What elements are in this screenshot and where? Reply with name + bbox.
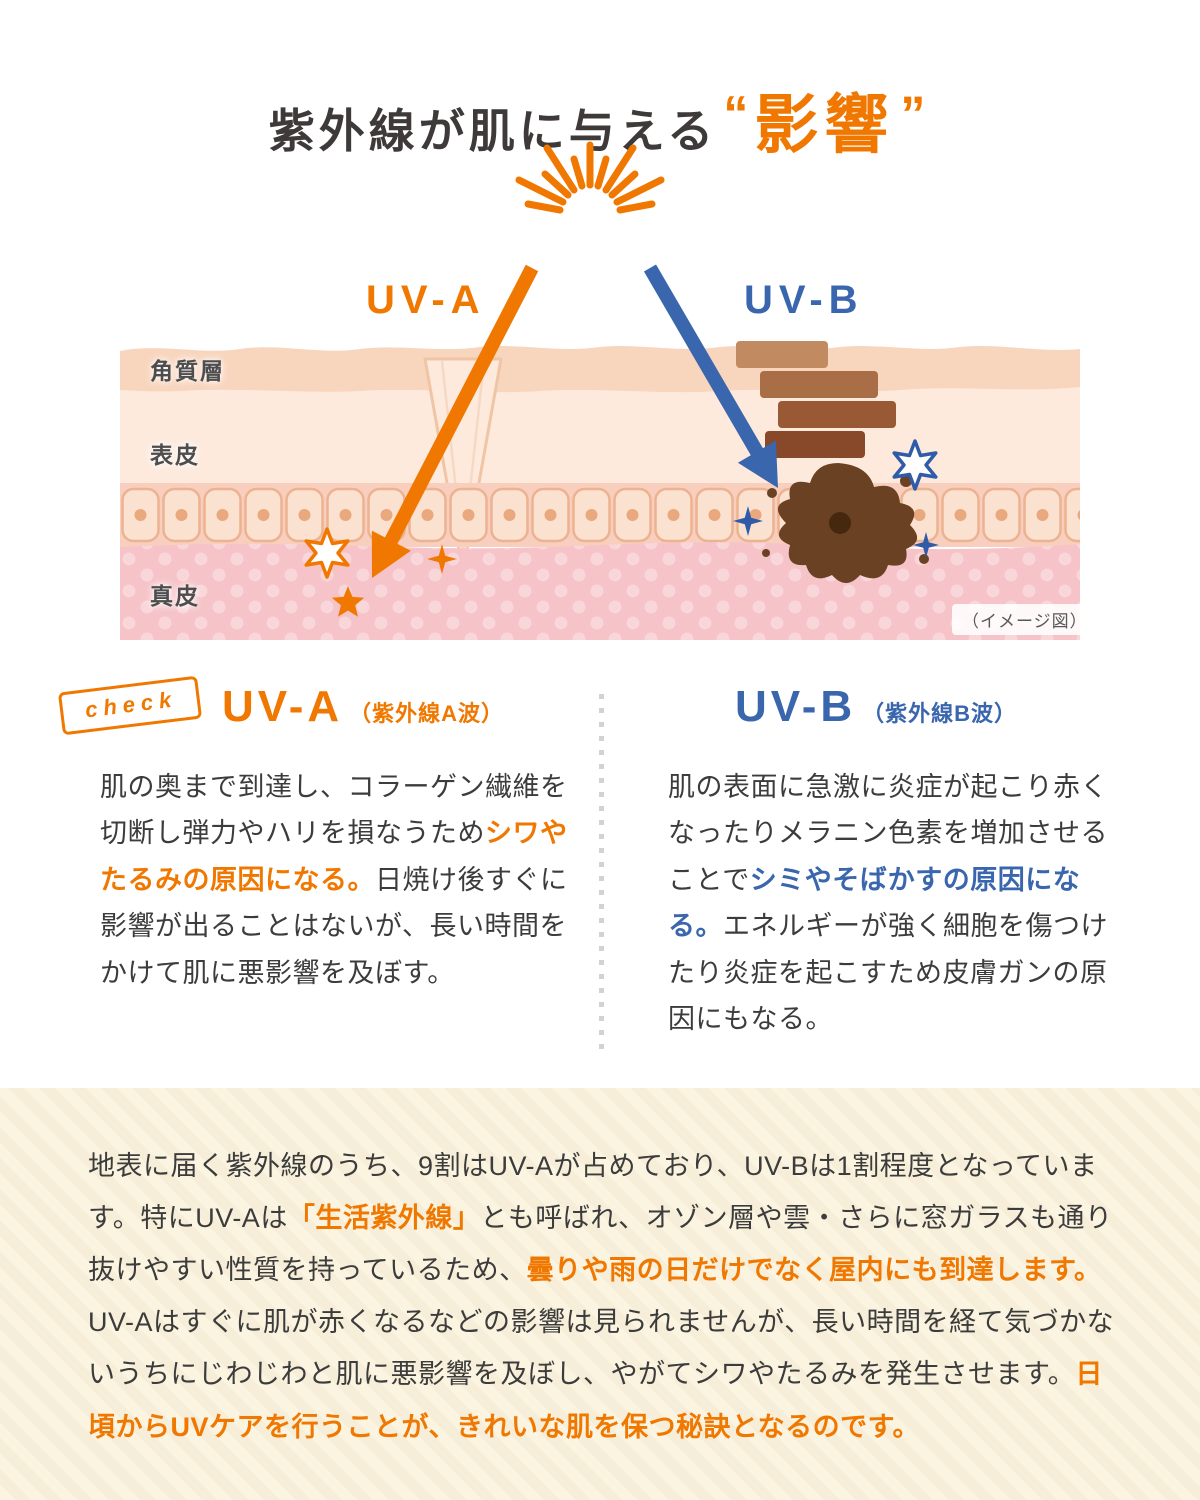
uvb-damaged-cells — [736, 341, 896, 458]
uva-body-highlight: シワやたるみの原因になる。 — [100, 818, 568, 895]
uva-section-heading: UV-A （紫外線A波） — [222, 682, 504, 732]
uvb-heading-text: UV-B — [735, 682, 857, 731]
stratum-corneum-layer — [120, 346, 1080, 393]
title-main-text: 紫外線が肌に与える — [268, 105, 718, 157]
dermis-dots — [120, 542, 1080, 640]
title-close-quote: ” — [900, 86, 926, 142]
footer-summary-section: 地表に届く紫外線のうち、9割はUV-Aが占めており、UV-Bは1割程度となってい… — [0, 1088, 1200, 1500]
uva-heading-text: UV-A — [222, 682, 344, 731]
uvb-body-highlight: シミやそばかすの原因になる。 — [668, 864, 1081, 942]
label-stratum-corneum: 角質層 — [150, 358, 225, 384]
title-emphasis-word: 影響 — [754, 89, 895, 161]
title-open-quote: “ — [723, 86, 749, 142]
column-divider — [599, 694, 604, 1054]
epidermis-layer — [120, 381, 1080, 487]
footer-summary-text: 地表に届く紫外線のうち、9割はUV-Aが占めており、UV-Bは1割程度となってい… — [88, 1140, 1128, 1453]
uvb-heading-sub: （紫外線B波） — [862, 701, 1018, 726]
uva-description: 肌の奥まで到達し、コラーゲン繊維を切断し弾力やハリを損なうためシワやたるみの原因… — [100, 764, 582, 996]
skin-cross-section-diagram — [120, 341, 1080, 640]
uva-damage-stars — [304, 527, 457, 617]
footer-highlight: 日頃からUVケアを行うことが、きれいな肌を保つ秘訣となるのです。 — [88, 1359, 1103, 1442]
footer-highlight: 「生活紫外線」 — [287, 1203, 481, 1234]
footer-highlight: 曇りや雨の日だけでなく屋内にも到達します。 — [526, 1255, 1102, 1286]
check-badge: check — [57, 675, 203, 736]
uvb-body-segment: エネルギーが強く細胞を傷つけたり炎症を起こすため皮膚ガンの原因にもなる。 — [668, 911, 1108, 1035]
footer-segment: 地表に届く紫外線のうち、9割はUV-Aが占めており、UV-Bは1割程度となってい… — [88, 1151, 1098, 1234]
uva-section-body: 肌の奥まで到達し、コラーゲン繊維を切断し弾力やハリを損なうためシワやたるみの原因… — [100, 764, 582, 996]
uvb-section-body: 肌の表面に急激に炎症が起こり赤くなったりメラニン色素を増加させることでシミやそば… — [668, 764, 1130, 1043]
uvb-description: 肌の表面に急激に炎症が起こり赤くなったりメラニン色素を増加させることでシミやそば… — [668, 764, 1130, 1043]
footer-segment: とも呼ばれ、オゾン層や雲・さらに窓ガラスも通り抜けやすい性質を持っているため、 — [88, 1203, 1113, 1286]
uva-body-segment: 日焼け後すぐに影響が出ることはないが、長い時間をかけて肌に悪影響を及ぼす。 — [100, 864, 568, 988]
image-note: （イメージ図） — [952, 604, 1098, 635]
uva-body-segment: 肌の奥まで到達し、コラーゲン繊維を切断し弾力やハリを損なうため — [100, 772, 568, 849]
uvb-section-heading: UV-B （紫外線B波） — [735, 682, 1017, 732]
footer-segment: UV-Aはすぐに肌が赤くなるなどの影響は見られませんが、長い時間を経て気づかない… — [88, 1307, 1115, 1390]
uvb-ray-label: UV-B — [744, 278, 864, 322]
uva-ray-label: UV-A — [366, 278, 486, 322]
page-title: 紫外線が肌に与える “ 影響 ” — [0, 74, 1200, 166]
basal-cell-row — [120, 483, 1080, 547]
label-epidermis: 表皮 — [150, 442, 200, 468]
uva-heading-sub: （紫外線A波） — [349, 701, 505, 726]
melanin-spot — [762, 463, 929, 583]
uvb-body-segment: 肌の表面に急激に炎症が起こり赤くなったりメラニン色素を増加させることで — [668, 772, 1108, 895]
label-dermis: 真皮 — [150, 583, 200, 609]
uvb-damage-stars — [733, 439, 939, 558]
